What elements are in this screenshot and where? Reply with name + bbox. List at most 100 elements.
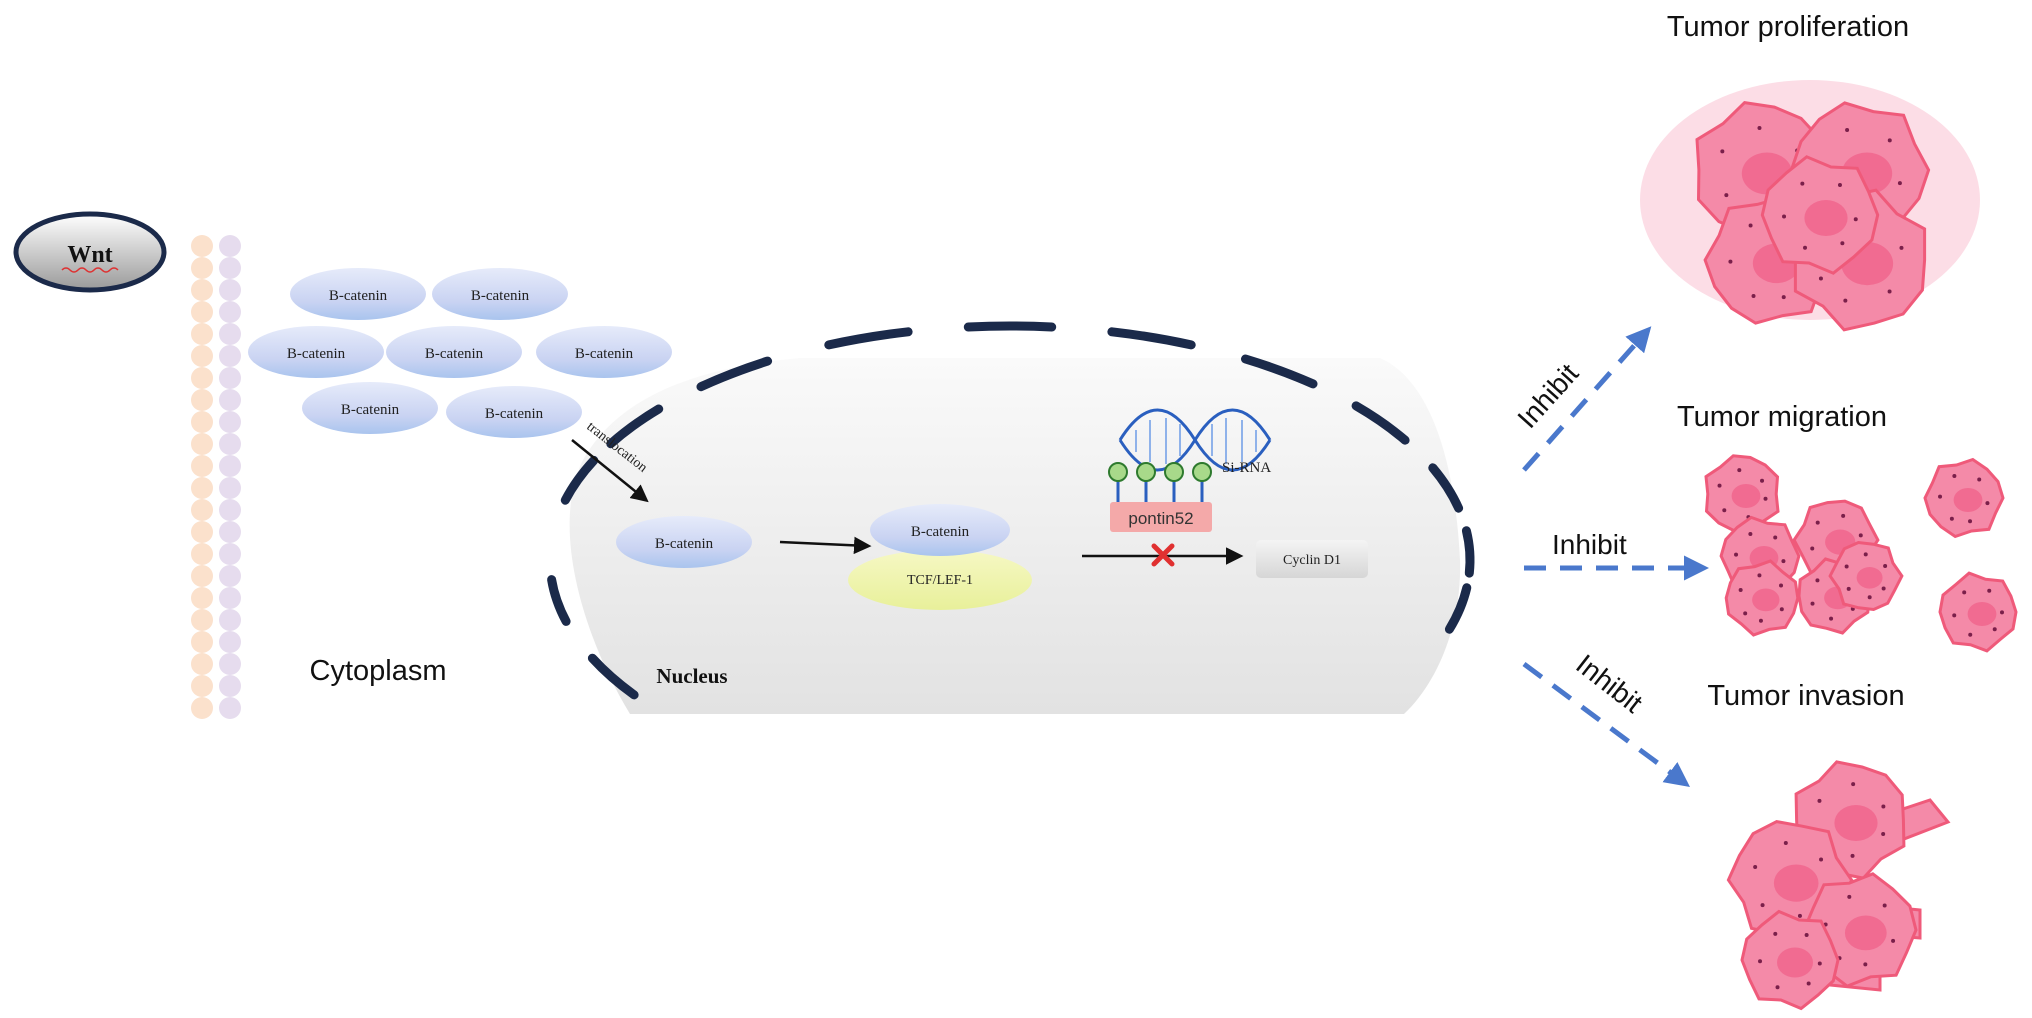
complex-beta-catenin: B-catenin [911,524,970,540]
tumor-dot [1728,259,1733,264]
tumor-nucleus [1844,915,1887,951]
sirna-label: Si-RNA [1222,460,1271,476]
tumor-dot [1722,508,1727,513]
tumor-dot [1829,616,1834,621]
membrane-bead [219,433,241,455]
nucleus-body [569,358,1461,714]
tumor-dot [1738,588,1743,593]
nuclear-envelope [547,321,1475,700]
tumor-dot [1999,610,2004,615]
svg-text:Cyclin D1: Cyclin D1 [1283,553,1341,568]
tumor-dot [1851,782,1856,787]
svg-text:B-catenin: B-catenin [655,536,714,552]
tumor-dot [1817,961,1822,966]
membrane-bead [191,235,213,257]
envelope-segment [1241,354,1318,389]
membrane-bead [219,521,241,543]
wnt-ligand: Wnt [13,211,167,293]
beta-catenin-7: B-catenin [446,386,582,438]
tumor-migration-title: Tumor migration [1677,401,1887,433]
membrane-bead [219,389,241,411]
tumor-dot [1734,552,1739,557]
tumor-dot [1743,611,1748,616]
tumor-dot [1760,478,1765,483]
tumor-dot [1863,962,1868,967]
tumor-dot [1882,903,1887,908]
svg-text:B-catenin: B-catenin [287,346,346,362]
membrane-bead [191,367,213,389]
tumor-dot [1758,959,1763,964]
membrane-bead [191,411,213,433]
tumor-dot [1887,289,1892,294]
membrane-bead [191,499,213,521]
tumor-dot [1779,607,1784,612]
membrane-bead [191,521,213,543]
tumor-dot [1992,627,1997,632]
inhibit-arrow-migration: Inhibit [1524,529,1709,581]
tumor-dot [1837,183,1842,188]
tumor-dot [1717,483,1722,488]
tumor-dot [1891,938,1896,943]
membrane-bead [219,279,241,301]
tumor-dot [1850,853,1855,858]
tumor-dot [1817,798,1822,803]
nucleus-label: Nucleus [656,664,727,688]
tumor-nucleus [1953,488,1983,512]
membrane-bead [219,477,241,499]
beta-catenin-3: B-catenin [248,326,384,378]
tumor-proliferation-title: Tumor proliferation [1667,11,1909,43]
wnt-label: Wnt [67,242,112,268]
svg-text:B-catenin: B-catenin [329,288,388,304]
tumor-dot [1977,477,1982,482]
tumor-dot [1773,535,1778,540]
cytoplasm-label: Cytoplasm [310,655,447,687]
membrane-bead [219,257,241,279]
envelope-segment [560,455,599,505]
tumor-dot [1720,149,1725,154]
tumor-dot [1985,501,1990,506]
tumor-dot [1881,832,1886,837]
membrane-bead [219,499,241,521]
membrane-bead [191,477,213,499]
membrane-bead [191,279,213,301]
envelope-segment [696,356,773,392]
tumor-dot [1881,586,1886,591]
membrane-bead [191,675,213,697]
tumor-invasion-title: Tumor invasion [1707,680,1904,712]
membrane-bead [191,543,213,565]
to-complex-arrow [779,536,872,555]
tumor-dot [1775,985,1780,990]
inhibit-label-1: Inhibit [1511,358,1584,434]
envelope-segment [547,575,571,626]
tumor-dot [1757,126,1762,131]
membrane-bead [191,631,213,653]
membrane-bead [219,565,241,587]
tumor-nucleus [1967,602,1997,626]
tumor-nucleus [1773,864,1819,902]
envelope-segment [1107,327,1196,350]
tumor-dot [1840,241,1845,246]
tumor-dot [1782,214,1787,219]
membrane-bead [219,345,241,367]
membrane-bead [191,301,213,323]
beta-catenin-cluster: B-catenin B-catenin B-catenin B-catenin … [248,268,672,438]
inhibit-label-2: Inhibit [1552,529,1627,560]
membrane-bead [219,609,241,631]
tumor-dot [1818,276,1823,281]
tumor-dot [1883,563,1888,568]
membrane-bead [191,609,213,631]
membrane-bead [219,367,241,389]
envelope-segment [1428,463,1464,513]
tumor-dot [1779,583,1784,588]
membrane-bead [219,653,241,675]
membrane-bead [191,323,213,345]
tumor-dot [1737,468,1742,473]
inhibit-arrow-proliferation: Inhibit [1511,326,1652,472]
tumor-dot [1819,857,1824,862]
membrane-bead [219,631,241,653]
envelope-segment [1444,583,1472,634]
tumor-dot [1843,298,1848,303]
tumor-dot [1783,841,1788,846]
tumor-dot [1881,804,1886,809]
